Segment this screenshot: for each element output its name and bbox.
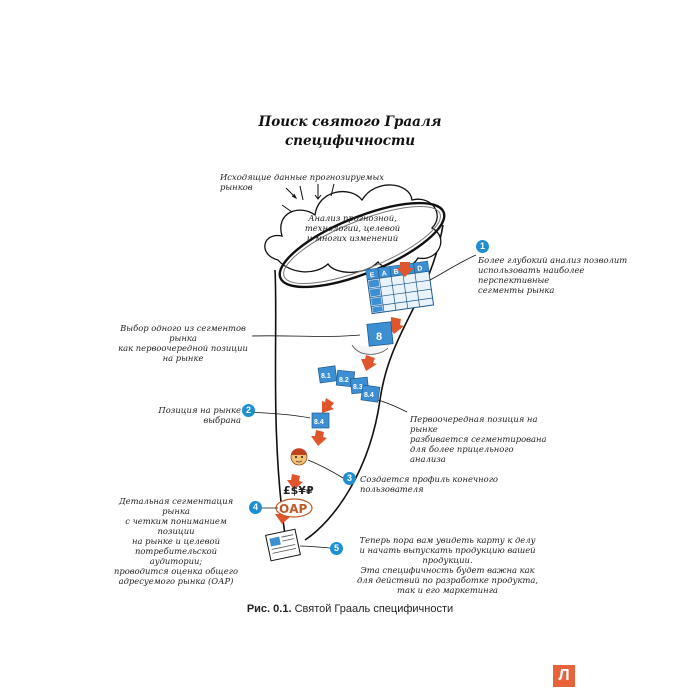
step-1-line-2: использовать наиболее перспективные [478,265,585,285]
left-note: Выбор одного из сегментов рынка как перв… [112,323,254,363]
step-5-line-1: Теперь пора вам увидеть карту к делу [359,535,536,545]
step-badge-2: 2 [242,404,255,417]
cloud-text-line-2: технологий, целевой [304,223,401,233]
user-profile-icon [290,448,308,466]
publisher-logo: Л [553,665,575,687]
grid-header-e: E [369,272,375,280]
left-note-line-2: как первоочередной позиции [118,343,248,353]
step-text-5: Теперь пора вам увидеть карту к делу и н… [345,535,550,595]
top-label: Исходящие данные прогнозируемых рынков [220,172,384,192]
right-note-line-1: Первоочередная позиция на рынке [410,414,538,434]
cloud-shape [264,184,442,274]
step-text-2: Позиция на рынке выбрана [158,405,241,425]
step-5-line-3: Эта специфичность будет важна как [360,565,535,575]
subsegment-label-3: 8.3 [353,384,363,391]
grid-header-d: D [417,265,423,273]
step-badge-4: 4 [249,501,262,514]
step-badge-5: 5 [330,542,343,555]
step-5-line-2: и начать выпускать продукцию вашей проду… [359,545,536,565]
right-note-line-2: разбивается сегментирована [410,434,547,444]
caption-label: Рис. 0.1. [246,603,292,615]
chosen-segment-label: 8.4 [314,419,324,426]
step-4-line-5: проводится оценка общего [113,566,239,576]
grid-header-a: A [381,270,387,278]
tam-label: ОАР [279,502,307,516]
step-1-line-3: сегменты рынка [478,285,555,295]
right-note-line-3: для более прицельного анализа [410,444,514,464]
tam-money: £$¥₽ [283,484,314,497]
segment-grid: A B C D E [365,260,435,315]
step-text-1: Более глубокий анализ позволит использов… [478,255,628,295]
funnel-left-edge [274,269,286,536]
figure-caption: Рис. 0.1. Святой Грааль специфичности [0,603,700,615]
cloud-text-line-1: Анализ прогнозной, [308,213,397,223]
step-5-line-4: для действий по разработке продукта, [356,575,539,585]
title-line-1: Поиск святого Грааля [258,114,442,130]
flow-arrows [275,262,414,524]
step-text-4: Детальная сегментация рынка с четким пон… [112,496,240,586]
left-note-line-3: на рынке [162,353,204,363]
document-icon [265,528,301,562]
subsegment-label-2: 8.2 [339,377,349,384]
title-line-2: специфичности [284,133,416,149]
caption-text: Святой Грааль специфичности [294,603,454,615]
step-1-line-1: Более глубокий анализ позволит [478,255,628,265]
step-5-line-5: так и его маркетинга [397,585,498,595]
left-note-line-1: Выбор одного из сегментов рынка [120,323,246,343]
step-badge-1: 1 [476,240,489,253]
step-4-line-1: Детальная сегментация рынка [118,496,234,516]
diagram-title: Поиск святого Грааля специфичности [200,113,500,151]
funnel-body-fill [272,262,376,538]
grid-header-b: B [393,269,399,277]
step-4-line-2: с четким пониманием позиции [125,516,227,536]
input-arrows [281,183,335,213]
subsegment-label-4: 8.4 [364,392,374,399]
step-text-3: Создается профиль конечного пользователя [360,474,498,494]
subsegment-label-1: 8.1 [321,373,331,380]
funnel-rim-inner [283,205,441,285]
step-badge-3: 3 [343,472,356,485]
chosen-segment-card [311,412,330,429]
segment-card-main: 8 [351,321,394,355]
step-4-line-4: потребительской аудитории; [134,546,218,566]
segment-main-label: 8 [376,331,382,343]
cloud-text-line-3: и многих изменений [306,233,399,243]
step-4-line-3: на рынке и целевой [132,536,220,546]
right-note: Первоочередная позиция на рынке разбивае… [410,414,550,464]
subsegment-cards: 8.1 8.2 8.3 8.4 [317,365,381,403]
step-4-line-6: адресуемого рынка (ОАР) [118,576,234,586]
cloud-text: Анализ прогнозной, технологий, целевой и… [300,213,405,243]
tam-block: £$¥₽ ОАР [275,484,314,518]
